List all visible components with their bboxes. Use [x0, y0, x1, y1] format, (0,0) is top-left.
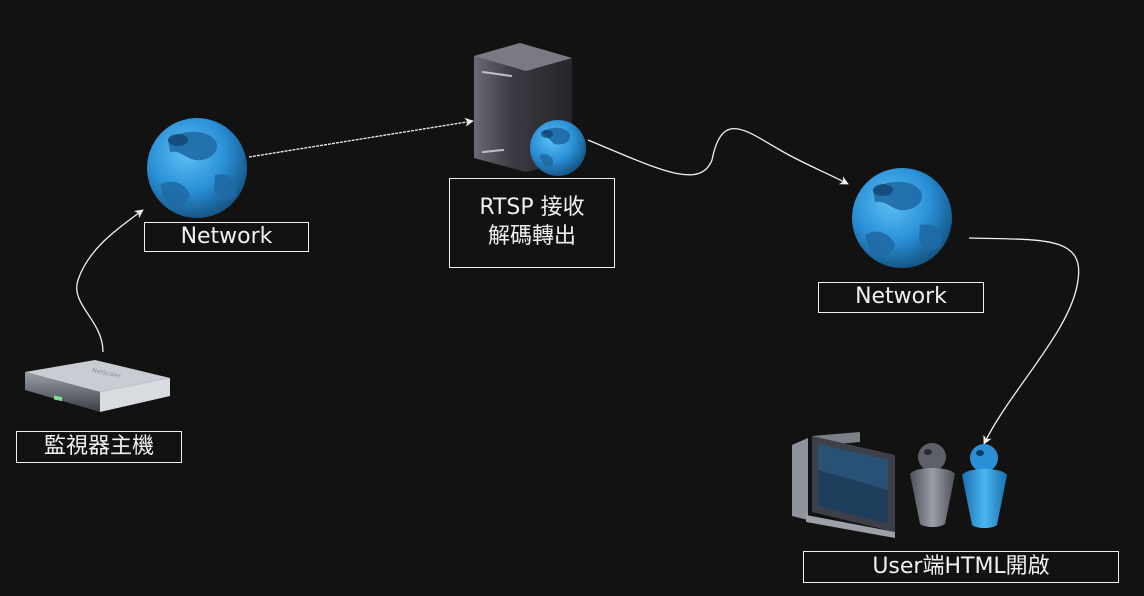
edge-network-to-rtsp [248, 117, 474, 158]
globe-icon [147, 118, 247, 218]
globe-icon [852, 168, 952, 268]
users-icon [910, 443, 1007, 528]
rtsp-server-label: RTSP 接收 解碼轉出 [449, 178, 615, 268]
edge-dvr-to-network [76, 209, 144, 353]
rtsp-server-label-line2: 解碼轉出 [487, 224, 576, 249]
network-right-label-text: Network [855, 284, 947, 310]
monitor-icon [792, 432, 895, 538]
network-right-label: Network [818, 282, 984, 313]
edge-rtsp-to-network [587, 128, 849, 185]
dvr-label-text: 監視器主機 [43, 433, 154, 459]
rtsp-server-label-line1: RTSP 接收 [479, 195, 585, 221]
user-label: User端HTML開啟 [803, 551, 1119, 583]
edge-network-to-user [968, 237, 1080, 445]
rack-appliance-icon: NetScaler [25, 360, 170, 412]
network-left-label: Network [144, 222, 309, 252]
dvr-label: 監視器主機 [16, 431, 182, 463]
globe-icon [530, 120, 586, 176]
network-left-label-text: Network [180, 223, 273, 249]
user-label-text: User端HTML開啟 [872, 553, 1050, 579]
